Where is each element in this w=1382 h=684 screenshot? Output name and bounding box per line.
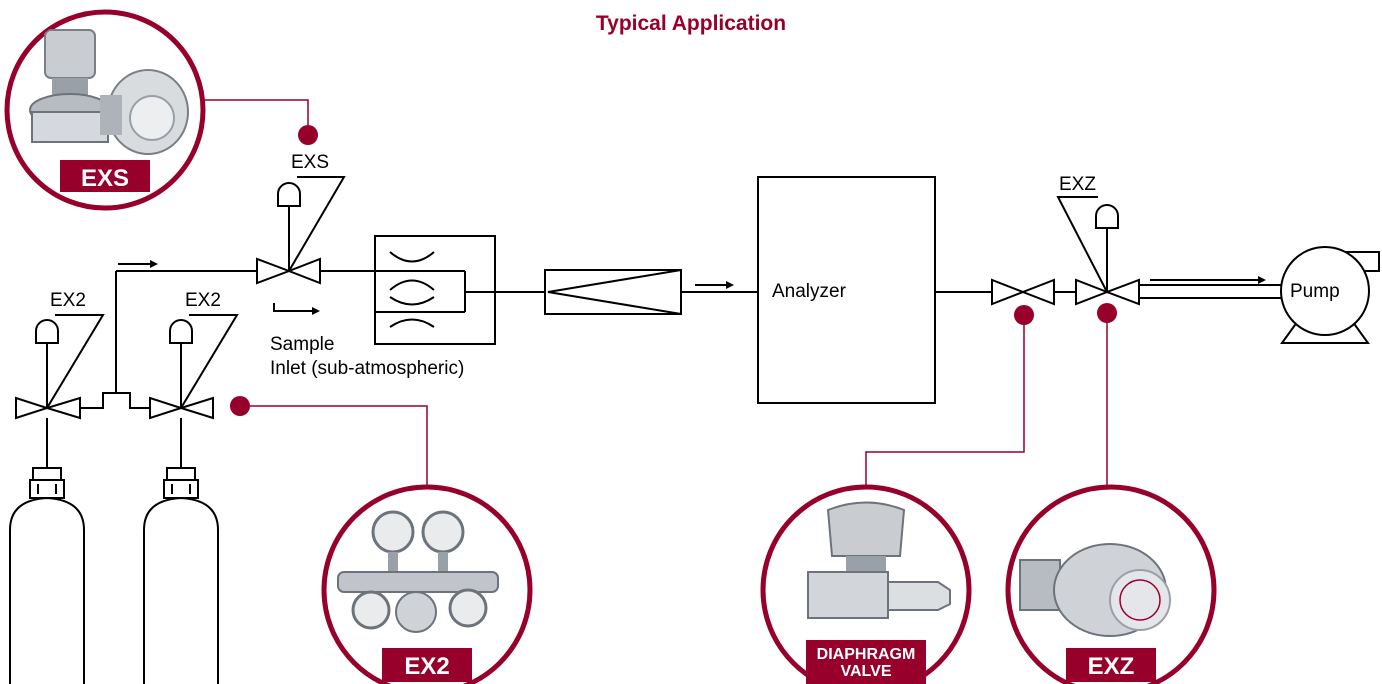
sample-inlet-label-line1: Sample: [270, 334, 334, 355]
flow-restrictor-box: [374, 235, 496, 345]
analyzer-label: Analyzer: [772, 281, 847, 302]
pump-symbol[interactable]: [1280, 246, 1380, 344]
filter-element: [544, 269, 682, 315]
flow-arrows: [118, 260, 1266, 315]
exs-product-callout[interactable]: EXS: [4, 9, 206, 211]
gas-cylinder-left: [9, 467, 85, 684]
exs-regulator-photo-icon: [29, 29, 189, 155]
ex2-product-callout[interactable]: EX2: [321, 484, 533, 684]
diagram-title: Typical Application: [595, 12, 787, 35]
diaphragm-valve-product-callout[interactable]: DIAPHRAGM VALVE: [760, 484, 972, 684]
ex2-left-regulator-symbol[interactable]: [15, 314, 105, 420]
pump-label: Pump: [1290, 281, 1340, 302]
exz-label: EXZ: [1059, 174, 1096, 195]
ex2-left-label: EX2: [50, 290, 86, 311]
diaphragm-valve-symbol[interactable]: [991, 278, 1055, 306]
exs-regulator-symbol[interactable]: [256, 176, 346, 285]
ex2-regulator-photo-icon: [337, 510, 499, 633]
callout-dot-exz[interactable]: [1097, 303, 1117, 323]
exz-regulator-photo-icon: [1019, 543, 1171, 637]
diaphragm-valve-photo-icon: [807, 501, 951, 619]
callout-dot-exs[interactable]: [298, 125, 318, 145]
callout-dot-ex2[interactable]: [230, 396, 250, 416]
exz-regulator-symbol[interactable]: [1056, 196, 1140, 306]
exz-product-callout[interactable]: EXZ: [1005, 484, 1217, 684]
exz-product-label: EXZ: [1088, 653, 1135, 680]
callout-leaders: [205, 99, 1108, 490]
analyzer-box: [757, 176, 936, 404]
exs-product-label: EXS: [81, 165, 129, 192]
callout-dot-diaphragm-valve[interactable]: [1014, 305, 1034, 325]
ex2-right-regulator-symbol[interactable]: [149, 314, 239, 420]
gas-cylinder-right: [143, 467, 219, 684]
ex2-product-label: EX2: [404, 653, 449, 680]
exs-label: EXS: [291, 152, 329, 173]
sample-inlet-label-line2: Inlet (sub-atmospheric): [270, 358, 464, 379]
diaphragm-valve-label-line2: VALVE: [841, 663, 892, 680]
diaphragm-valve-label-line1: DIAPHRAGM: [817, 646, 916, 663]
ex2-right-label: EX2: [185, 290, 221, 311]
